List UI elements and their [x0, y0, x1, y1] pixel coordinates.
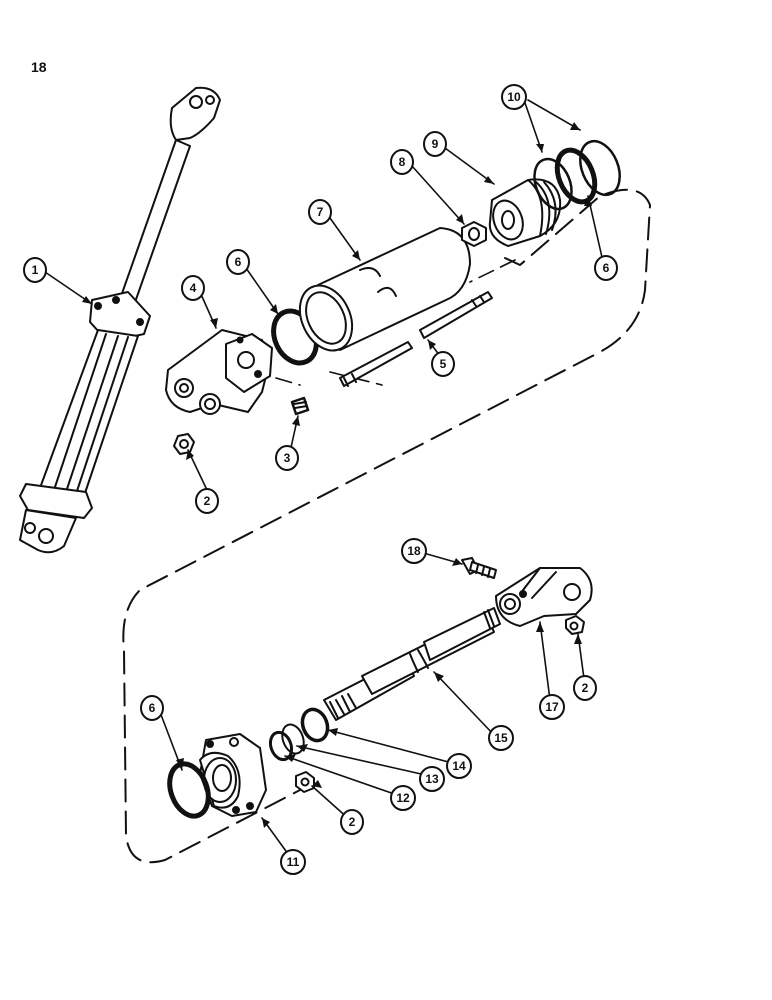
- page-number: 18: [31, 59, 47, 75]
- nut-lower-right: [565, 615, 585, 635]
- svg-text:10: 10: [507, 90, 521, 104]
- assembly-dashed-outline: [122, 188, 651, 864]
- barrel-tube: [298, 227, 471, 352]
- svg-text:13: 13: [425, 772, 439, 786]
- svg-text:2: 2: [204, 494, 211, 508]
- callout-6: 6: [594, 255, 618, 281]
- callout-2: 2: [573, 675, 597, 701]
- callout-2: 2: [195, 488, 219, 514]
- svg-text:3: 3: [284, 451, 291, 465]
- svg-text:6: 6: [235, 255, 242, 269]
- cap-screw: [461, 557, 497, 579]
- svg-text:1: 1: [32, 263, 39, 277]
- piston: [488, 178, 562, 247]
- callout-6: 6: [226, 249, 250, 275]
- svg-text:2: 2: [349, 815, 356, 829]
- backup-ring-2: [579, 139, 621, 197]
- callout-15: 15: [488, 725, 514, 751]
- nut-upper: [173, 433, 195, 455]
- callout-10: 10: [501, 84, 527, 110]
- backup-ring-13: [281, 723, 305, 755]
- svg-text:4: 4: [190, 281, 197, 295]
- backup-ring-1: [533, 157, 573, 211]
- callout-6: 6: [140, 695, 164, 721]
- callout-1: 1: [23, 257, 47, 283]
- svg-text:17: 17: [545, 700, 559, 714]
- svg-text:11: 11: [287, 855, 300, 869]
- piston-nut: [461, 221, 487, 247]
- tie-rods: [339, 291, 493, 387]
- callout-3: 3: [275, 445, 299, 471]
- o-ring-12: [268, 730, 294, 762]
- callout-11: 11: [280, 849, 306, 875]
- set-screw: [290, 396, 310, 416]
- callouts: 1 2 2 2 3 4 5 6 6 6 7 8 9 10 11 12 13 14…: [23, 84, 618, 875]
- callout-2: 2: [340, 809, 364, 835]
- cylinder-head: [199, 733, 267, 817]
- callout-17: 17: [539, 694, 565, 720]
- svg-text:6: 6: [149, 701, 156, 715]
- callout-18: 18: [401, 538, 427, 564]
- callout-14: 14: [446, 753, 472, 779]
- callout-4: 4: [181, 275, 205, 301]
- wiper-14: [300, 707, 330, 743]
- assembled-cylinder: [19, 86, 221, 554]
- leader-arrowheads: [82, 122, 592, 828]
- callout-9: 9: [423, 131, 447, 157]
- rod-clevis: [495, 567, 593, 627]
- svg-text:7: 7: [317, 205, 324, 219]
- nut-lower-left: [295, 771, 315, 793]
- svg-text:2: 2: [582, 681, 589, 695]
- svg-text:12: 12: [396, 791, 410, 805]
- svg-text:6: 6: [603, 261, 610, 275]
- svg-text:14: 14: [452, 759, 466, 773]
- svg-text:9: 9: [432, 137, 439, 151]
- callout-8: 8: [390, 149, 414, 175]
- callout-13: 13: [419, 766, 445, 792]
- callout-12: 12: [390, 785, 416, 811]
- svg-text:18: 18: [407, 544, 421, 558]
- cap-end: [165, 329, 273, 415]
- piston-rod: [323, 607, 501, 721]
- svg-text:8: 8: [399, 155, 406, 169]
- callout-7: 7: [308, 199, 332, 225]
- svg-text:5: 5: [440, 357, 447, 371]
- svg-text:15: 15: [494, 731, 508, 745]
- callout-5: 5: [431, 351, 455, 377]
